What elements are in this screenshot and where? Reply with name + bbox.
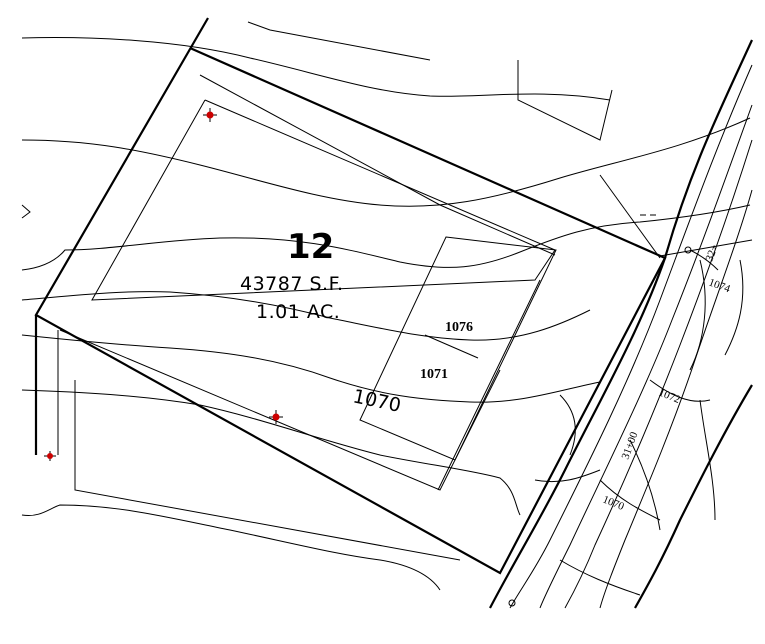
contour-label: 1070 xyxy=(351,385,403,417)
crosshair-point-icon xyxy=(203,108,217,122)
survey-markers xyxy=(44,108,692,607)
setback-lines xyxy=(57,21,556,561)
road-label: 1070 xyxy=(601,494,626,514)
lot-area-ac: 1.01 AC. xyxy=(256,301,340,323)
spot-elevation-label: 1076 xyxy=(445,320,473,335)
contour-lines xyxy=(21,37,751,591)
lot-area-sf: 43787 S.F. xyxy=(240,273,344,295)
lot-boundary xyxy=(34,17,667,575)
road-point-icon xyxy=(508,599,516,607)
road-lines xyxy=(489,39,754,609)
crosshair-point-icon xyxy=(269,410,283,424)
road-label: 32+ xyxy=(704,243,721,263)
road-point-icon xyxy=(684,246,692,254)
house-footprint xyxy=(359,236,557,491)
spot-elevation-label: 1071 xyxy=(420,367,448,382)
lot-number: 12 xyxy=(287,227,334,267)
crosshair-point-icon xyxy=(44,451,56,461)
road-label: 1072 xyxy=(657,387,682,406)
road-label: 1074 xyxy=(707,277,732,296)
